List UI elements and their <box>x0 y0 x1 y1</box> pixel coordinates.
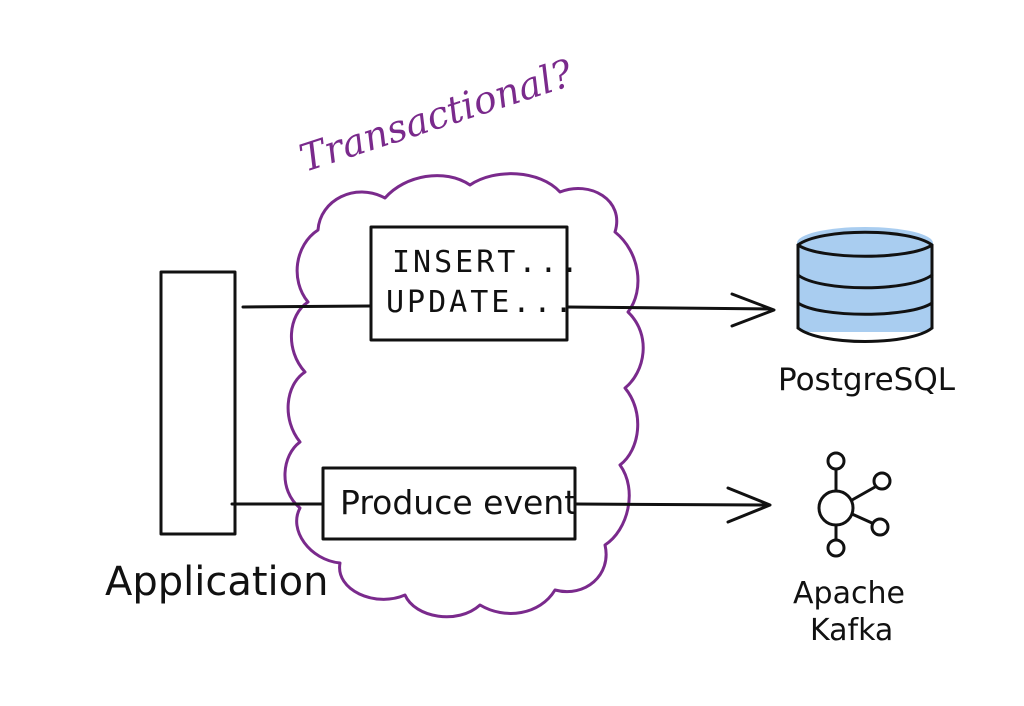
event-box <box>321 466 577 541</box>
sql-to-postgres-arrow <box>565 305 772 311</box>
title-label: Transactional? <box>294 51 578 181</box>
sql-box <box>369 225 569 342</box>
event-to-kafka-arrow <box>573 502 767 507</box>
kafka-icon <box>817 451 892 558</box>
application-box <box>159 270 237 536</box>
sql-insert-line: INSERT... <box>392 245 582 280</box>
kafka-label-apache: Apache <box>793 576 905 611</box>
sql-to-postgres-arrowhead <box>730 292 776 328</box>
application-label: Application <box>105 559 329 605</box>
event-label: Produce event <box>340 483 577 522</box>
sql-update-line: UPDATE... <box>386 285 576 320</box>
event-to-kafka-arrowhead <box>726 486 772 524</box>
database-icon <box>796 227 934 343</box>
transaction-boundary <box>283 172 645 619</box>
kafka-label-kafka: Kafka <box>810 613 893 648</box>
postgres-label: PostgreSQL <box>778 362 956 398</box>
app-to-sql-line <box>241 304 372 309</box>
